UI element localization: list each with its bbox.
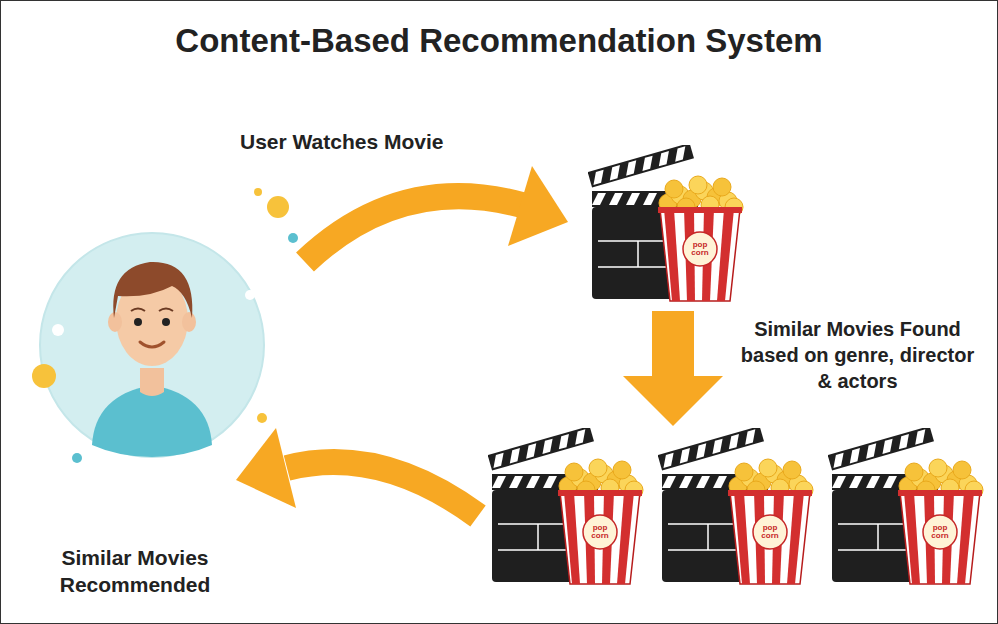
clapper-popcorn [828,428,988,588]
curved-arrow [305,166,568,262]
arrow-caption: User Watches Movie [240,128,520,155]
curved-arrow [236,428,478,516]
flow-arrow [623,311,723,426]
movie-icon: pop corn [828,428,988,588]
clapper-popcorn [658,428,818,588]
popcorn-label: pop corn [927,524,953,540]
popcorn-label: pop corn [687,241,713,257]
clapper-popcorn [588,145,748,305]
arrow-caption: Similar Movies Found based on genre, dir… [735,316,980,394]
clapper-popcorn [488,428,648,588]
title: Content-Based Recommendation System [0,22,998,60]
popcorn-label: pop corn [757,524,783,540]
decor-dots [32,188,298,463]
movie-icon: pop corn [588,145,748,305]
movie-icon: pop corn [488,428,648,588]
arrow-caption: Similar Movies Recommended [30,544,240,599]
user-avatar [40,233,264,457]
movie-icon: pop corn [658,428,818,588]
popcorn-label: pop corn [587,524,613,540]
